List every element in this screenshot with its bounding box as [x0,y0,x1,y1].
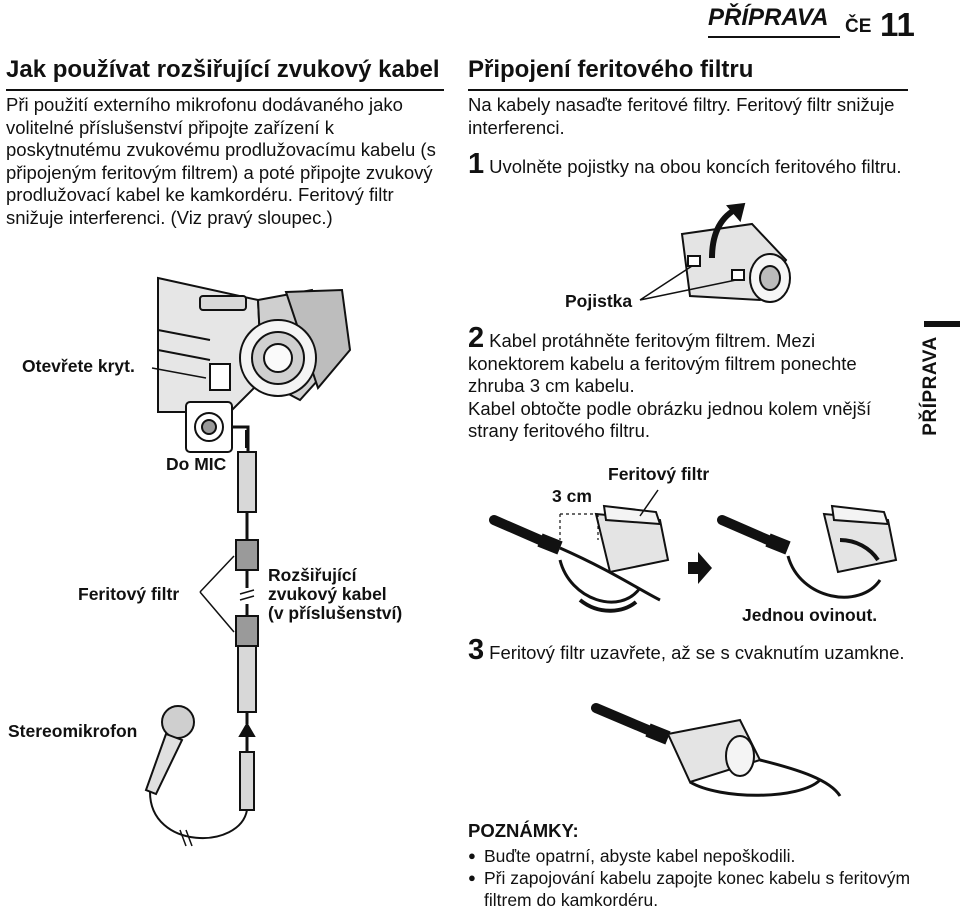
step-2-text: Kabel protáhněte feritovým filtrem. Mezi… [468,330,857,396]
page-number: 11 [880,6,915,43]
arrow-open-icon [726,202,746,223]
ferrite-core-upper [235,539,259,571]
label-extension-cable: Rozšiřující zvukový kabel (v příslušenst… [268,565,403,623]
label-to-mic: Do MIC [166,454,227,474]
camcorder-illustration [157,276,352,413]
microphone-illustration [144,705,248,847]
label-stereo-mic: Stereomikrofon [8,721,138,741]
ferrite-filter-step3 [591,703,842,797]
step-3-text: Feritový filtr uzavřete, až se s cvaknut… [489,642,905,663]
note-item: Při zapojování kabelu zapojte konec kabe… [468,867,918,911]
step-3-number: 3 [468,634,485,666]
left-body-text: Při použití externího mikrofonu dodávané… [6,94,436,228]
label-lock: Pojistka [565,291,633,311]
left-heading: Jak používat rozšiřující zvukový kabel [6,56,440,83]
ferrite-filter-step2b [717,504,898,599]
step-1-text: Uvolněte pojistky na obou koncích ferito… [489,156,902,177]
side-tab-marker [924,321,960,327]
step-1-number: 1 [468,148,485,180]
arrow-up-icon [238,722,256,737]
label-open-cover: Otevřete kryt. [22,356,135,376]
mic-jack-callout [185,401,250,453]
section-title: PŘÍPRAVA [708,4,829,31]
label-3cm: 3 cm [552,486,592,506]
label-wind-once: Jednou ovinout. [742,605,878,625]
left-heading-rule [6,89,444,91]
leader-open-cover [151,367,207,379]
notes-title: POZNÁMKY: [468,820,579,841]
notes-list: Buďte opatrní, abyste kabel nepoškodili.… [468,845,918,911]
ferrite-filter-step2a [489,504,670,613]
label-ferrite-right: Feritový filtr [608,464,710,484]
note-item: Buďte opatrní, abyste kabel nepoškodili. [468,845,918,867]
right-intro-text: Na kabely nasaďte feritové filtry. Ferit… [468,94,895,138]
language-code: ČE [845,16,872,37]
step-2-number: 2 [468,322,485,354]
right-heading-rule [468,89,908,91]
ferrite-core-lower [235,615,259,647]
step-2-text-2: Kabel obtočte podle obrázku jednou kolem… [468,397,872,442]
ferrite-filter-step1 [680,202,791,303]
label-ferrite-left: Feritový filtr [78,584,180,604]
right-heading: Připojení feritového filtru [468,56,754,83]
arrow-right-icon [688,552,712,584]
extension-cable [235,430,259,811]
section-underline [708,36,840,38]
